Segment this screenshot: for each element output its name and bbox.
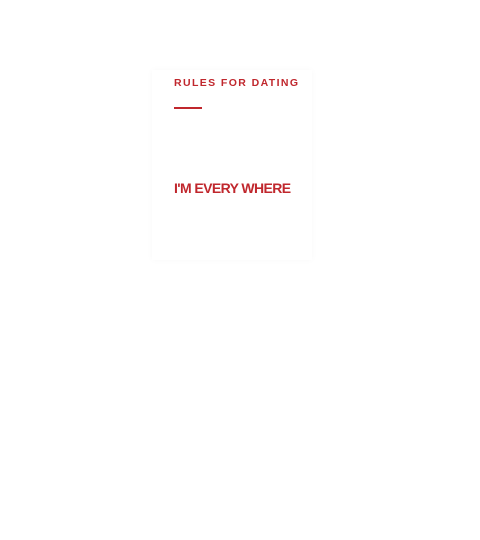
accent-divider — [174, 107, 202, 109]
quote-card — [152, 70, 312, 260]
card-headline: I'M EVERY WHERE — [174, 180, 291, 196]
card-eyebrow: RULES FOR DATING — [174, 77, 300, 89]
